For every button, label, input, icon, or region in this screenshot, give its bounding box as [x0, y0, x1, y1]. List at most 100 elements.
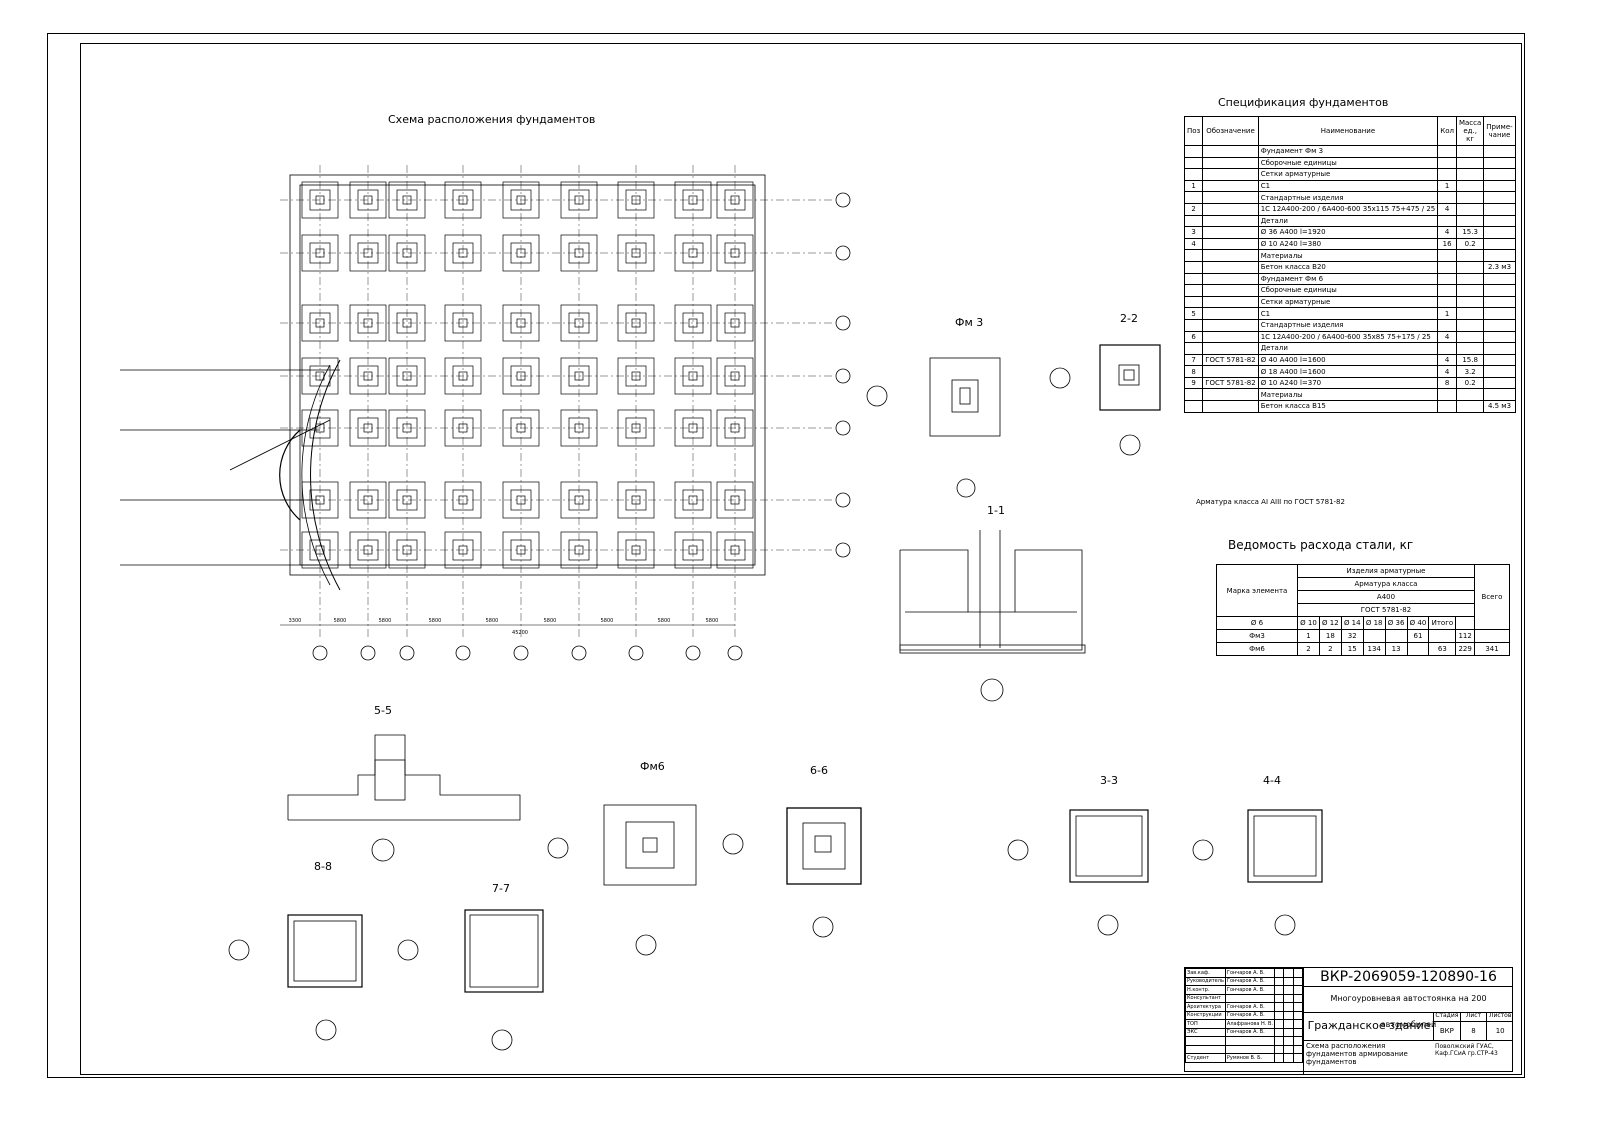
- spec-cell-pos: 4: [1183, 237, 1204, 251]
- spec-col-doc: Обозначение: [1202, 116, 1259, 146]
- spec-cell-doc: ГОСТ 5781-82: [1202, 353, 1259, 367]
- spec-cell-qty: 4: [1437, 330, 1457, 344]
- spec-cell-name: Ø 18 A400 l=1600: [1257, 365, 1439, 378]
- spec-cell-doc: [1202, 237, 1259, 251]
- spec-cell-mass: [1455, 272, 1485, 286]
- stamp-signature-cell: [1273, 1027, 1285, 1037]
- doc-code: ВКР-2069059-120890-16: [1303, 968, 1513, 987]
- stamp-role: Консультант: [1185, 993, 1226, 1003]
- spec-cell-mass: [1455, 284, 1485, 297]
- steel-col-header: Ø 36: [1384, 616, 1408, 630]
- label-7-7: 7-7: [492, 882, 510, 895]
- spec-cell-note: [1483, 353, 1516, 367]
- spec-cell-qty: [1437, 145, 1457, 158]
- spec-cell-pos: [1183, 388, 1204, 402]
- spec-cell-pos: 1: [1183, 179, 1204, 193]
- spec-cell-name: Сборочные единицы: [1257, 156, 1439, 170]
- steel-col-header: Ø 40: [1406, 616, 1430, 630]
- spec-cell-doc: [1202, 307, 1259, 320]
- spec-cell-qty: [1437, 295, 1457, 309]
- steel-value: 2: [1297, 642, 1320, 656]
- axis-bubble: [835, 368, 851, 384]
- spec-row: Стандартные изделия: [1183, 191, 1516, 204]
- stamp-signature-cell: [1283, 1053, 1294, 1063]
- axis-bubble: [835, 492, 851, 508]
- dimension-value: 5800: [544, 618, 557, 624]
- axis-bubble: [628, 645, 644, 661]
- spec-cell-mass: [1455, 330, 1485, 344]
- steel-mark-header: Марка элемента: [1216, 564, 1298, 617]
- stamp-signature-cell: [1292, 1002, 1304, 1012]
- stage-value: ВКР: [1434, 1022, 1461, 1040]
- steel-mark: Фм6: [1216, 642, 1298, 656]
- spec-cell-note: [1483, 376, 1516, 390]
- spec-cell-qty: 4: [1437, 202, 1457, 216]
- section-7-7: [397, 909, 544, 1051]
- spec-cell-doc: [1202, 168, 1259, 181]
- stamp-person: Алафранова Н. В.: [1224, 1019, 1276, 1029]
- spec-row: Детали: [1183, 342, 1516, 355]
- spec-cell-mass: [1455, 307, 1485, 320]
- stamp-row: Консультант: [1185, 993, 1304, 1003]
- spec-cell-note: [1483, 226, 1516, 239]
- stamp-signature-cell: [1283, 1036, 1294, 1046]
- spec-cell-mass: 0.2: [1455, 376, 1485, 390]
- spec-cell-qty: [1437, 342, 1457, 355]
- spec-cell-doc: [1202, 295, 1259, 309]
- spec-cell-qty: [1437, 388, 1457, 402]
- section-1-1: [899, 530, 1086, 702]
- spec-table: Поз Обозначение Наименование Кол Масса е…: [1183, 116, 1516, 413]
- spec-cell-note: [1483, 237, 1516, 251]
- sheet-title: Схема расположения фундаментов армирован…: [1303, 1040, 1438, 1074]
- stamp-signature-cell: [1283, 1002, 1294, 1012]
- stamp-person: Гончаров А. В.: [1224, 976, 1276, 986]
- stamp-signature-cell: [1273, 968, 1285, 978]
- spec-cell-doc: [1202, 365, 1259, 378]
- stamp-signature-cell: [1292, 968, 1304, 978]
- axis-bubble: [835, 245, 851, 261]
- axis-bubble: [571, 645, 587, 661]
- stamp-signature-cell: [1283, 968, 1294, 978]
- stamp-signature-cell: [1292, 1019, 1304, 1029]
- spec-cell-pos: 9: [1183, 376, 1204, 390]
- steel-value: 18: [1318, 629, 1342, 643]
- spec-cell-mass: 3.2: [1455, 365, 1485, 378]
- fm3-plan-detail: [866, 357, 1001, 498]
- spec-cell-name: Бетон класса B15: [1257, 400, 1439, 413]
- steel-value: 32: [1340, 629, 1364, 643]
- dimension-value: 3300: [289, 618, 302, 624]
- stamp-signature-cell: [1283, 1019, 1294, 1029]
- plan-columns: [301, 181, 754, 569]
- stamp-signature-cell: [1292, 1036, 1304, 1046]
- project-name: Многоуровневая автостоянка на 200 автомо…: [1303, 986, 1513, 1029]
- stamp-signature-cell: [1273, 976, 1285, 986]
- spec-cell-note: [1483, 284, 1516, 297]
- spec-col-name: Наименование: [1257, 116, 1439, 146]
- axis-bubble: [685, 645, 701, 661]
- steel-value: [1406, 642, 1430, 656]
- axis-bubble: [835, 192, 851, 208]
- label-4-4: 4-4: [1263, 774, 1281, 787]
- spec-cell-pos: [1183, 249, 1204, 262]
- spec-cell-doc: [1202, 260, 1259, 274]
- spec-cell-doc: [1202, 156, 1259, 170]
- axis-bubble: [312, 645, 328, 661]
- spec-cell-mass: [1455, 318, 1485, 332]
- label-5-5: 5-5: [374, 704, 392, 717]
- stamp-row: Зав.каф.Гончаров А. В.: [1185, 968, 1304, 978]
- spec-cell-qty: 4: [1437, 226, 1457, 239]
- stamp-row: Н.контр.Гончаров А. В.: [1185, 985, 1304, 995]
- spec-cell-doc: [1202, 272, 1259, 286]
- spec-cell-pos: [1183, 214, 1204, 228]
- spec-cell-mass: [1455, 295, 1485, 309]
- spec-cell-qty: [1437, 272, 1457, 286]
- steel-mark: Фм3: [1216, 629, 1298, 643]
- section-4-4: [1192, 809, 1323, 936]
- stamp-role: ТОП: [1185, 1019, 1226, 1029]
- spec-cell-doc: [1202, 202, 1259, 216]
- spec-cell-mass: [1455, 249, 1485, 262]
- spec-cell-pos: [1183, 284, 1204, 297]
- steel-total-header: Всего: [1474, 564, 1510, 630]
